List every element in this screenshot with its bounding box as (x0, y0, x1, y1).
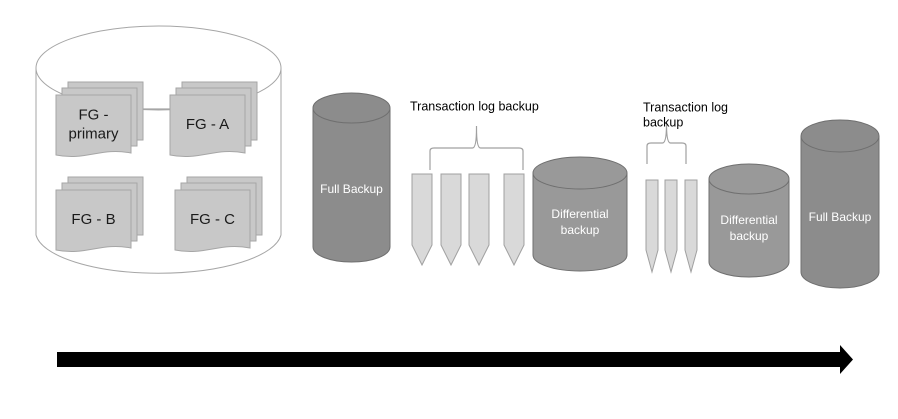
brace-icon (429, 126, 524, 170)
cylinder-top (312, 92, 391, 124)
filegroup-document-sheet (169, 94, 246, 158)
log-group-caption: Transaction log backup (410, 99, 539, 113)
filegroup-label: FG - A (186, 116, 229, 133)
filegroup-label: FG - (79, 106, 109, 123)
cylinder-top (800, 119, 880, 153)
filegroup-a: FG - A (169, 81, 258, 158)
backup-label: Full Backup (809, 210, 872, 224)
log-backup-file (684, 179, 698, 274)
log-group-caption: backup (643, 115, 683, 129)
full-backup-cylinder: Full Backup (312, 92, 391, 263)
cylinder-body (708, 179, 790, 278)
filegroup-b: FG - B (55, 176, 144, 253)
full-backup-cylinder: Full Backup (800, 119, 880, 289)
backup-label: backup (730, 229, 769, 243)
filegroup-label: FG - C (190, 211, 235, 228)
brace-icon (646, 122, 687, 164)
log-backup-file (411, 173, 433, 267)
filegroup-document-sheet (55, 94, 132, 158)
transaction-log-group: Transaction log backup (410, 99, 539, 267)
filegroup-label: FG - B (71, 211, 115, 228)
log-backup-file (468, 173, 490, 267)
cylinder-body (800, 136, 880, 289)
log-backup-file (664, 179, 678, 274)
backup-label: backup (561, 223, 600, 237)
cylinder-top (532, 156, 628, 190)
filegroup-label: primary (68, 125, 119, 142)
filegroup-document-sheet (55, 189, 132, 253)
backup-label: Full Backup (320, 182, 383, 196)
log-backup-file (645, 179, 659, 274)
backup-label: Differential (551, 207, 608, 221)
log-backup-file (503, 173, 525, 267)
cylinder-top (708, 163, 790, 195)
filegroup-primary: FG - primary (55, 81, 144, 158)
log-backup-file (440, 173, 462, 267)
filegroup-document-sheet (174, 189, 251, 253)
time-arrow (57, 345, 853, 374)
filegroup-c: FG - C (174, 176, 263, 253)
differential-backup-cylinder: Differential backup (532, 156, 628, 272)
cylinder-body (532, 173, 628, 272)
log-group-caption: Transaction log (643, 100, 728, 114)
differential-backup-cylinder: Differential backup (708, 163, 790, 278)
cylinder-body (312, 108, 391, 263)
backup-label: Differential (720, 213, 777, 227)
